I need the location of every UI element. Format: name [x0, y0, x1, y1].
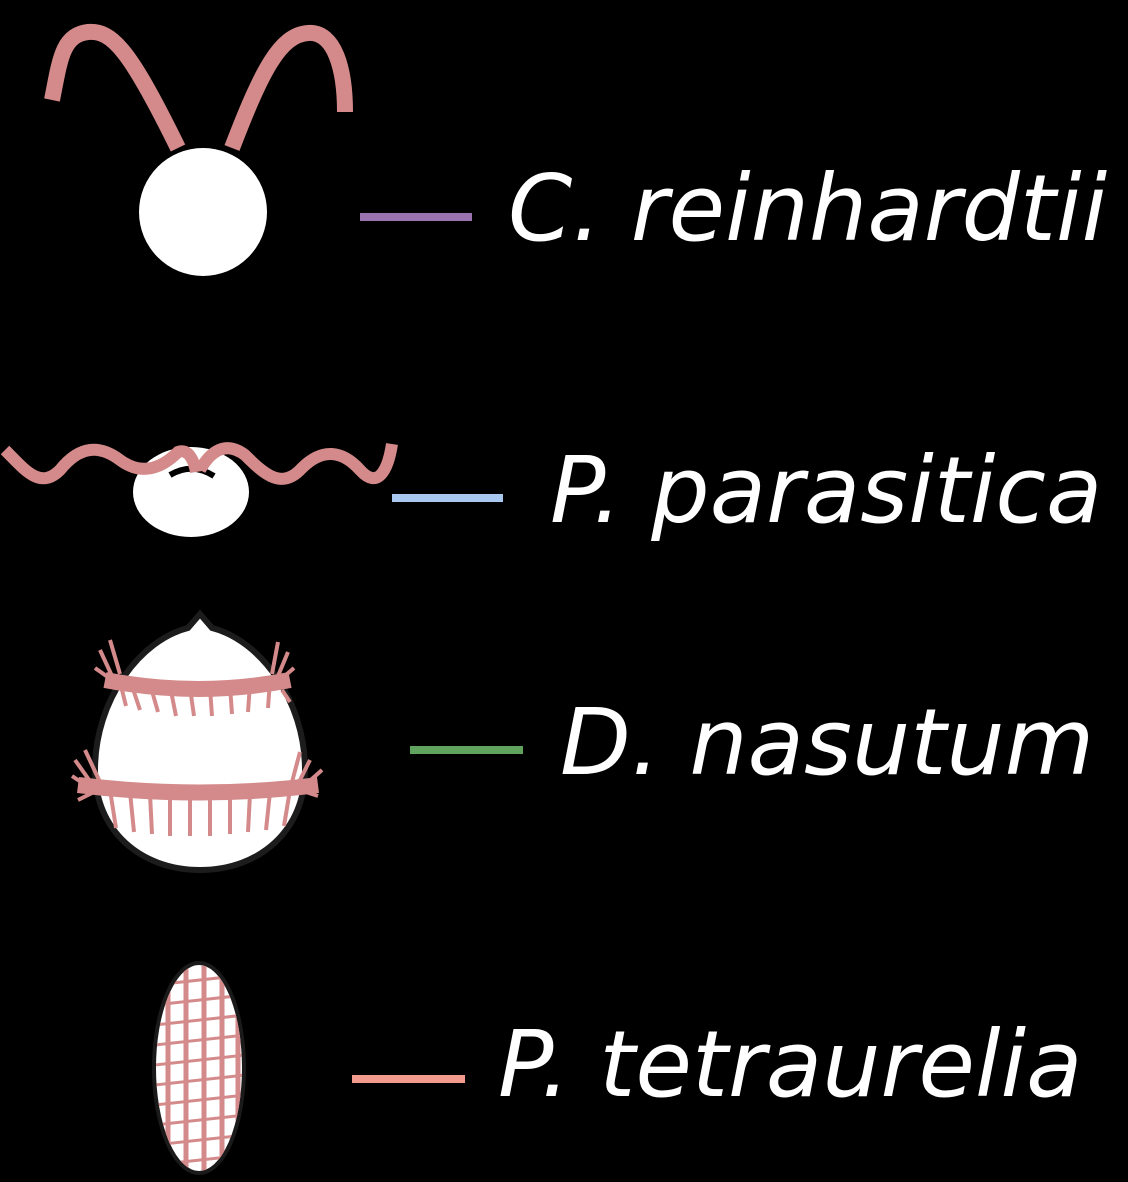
cell-body: [139, 148, 267, 276]
phytophthora-zoospore-icon: [5, 444, 392, 537]
label-c-reinhardtii: C. reinhardtii: [508, 155, 1108, 262]
flagellum-left: [52, 32, 178, 148]
chlamydomonas-icon: [52, 32, 345, 276]
label-d-nasutum: D. nasutum: [560, 689, 1094, 796]
didinium-icon: [72, 614, 322, 870]
label-p-tetraurelia: P. tetraurelia: [498, 1011, 1082, 1118]
flagellum-right: [232, 33, 345, 148]
cell-body: [95, 614, 305, 870]
paramecium-icon: [154, 960, 245, 1175]
label-p-parasitica: P. parasitica: [550, 437, 1102, 544]
